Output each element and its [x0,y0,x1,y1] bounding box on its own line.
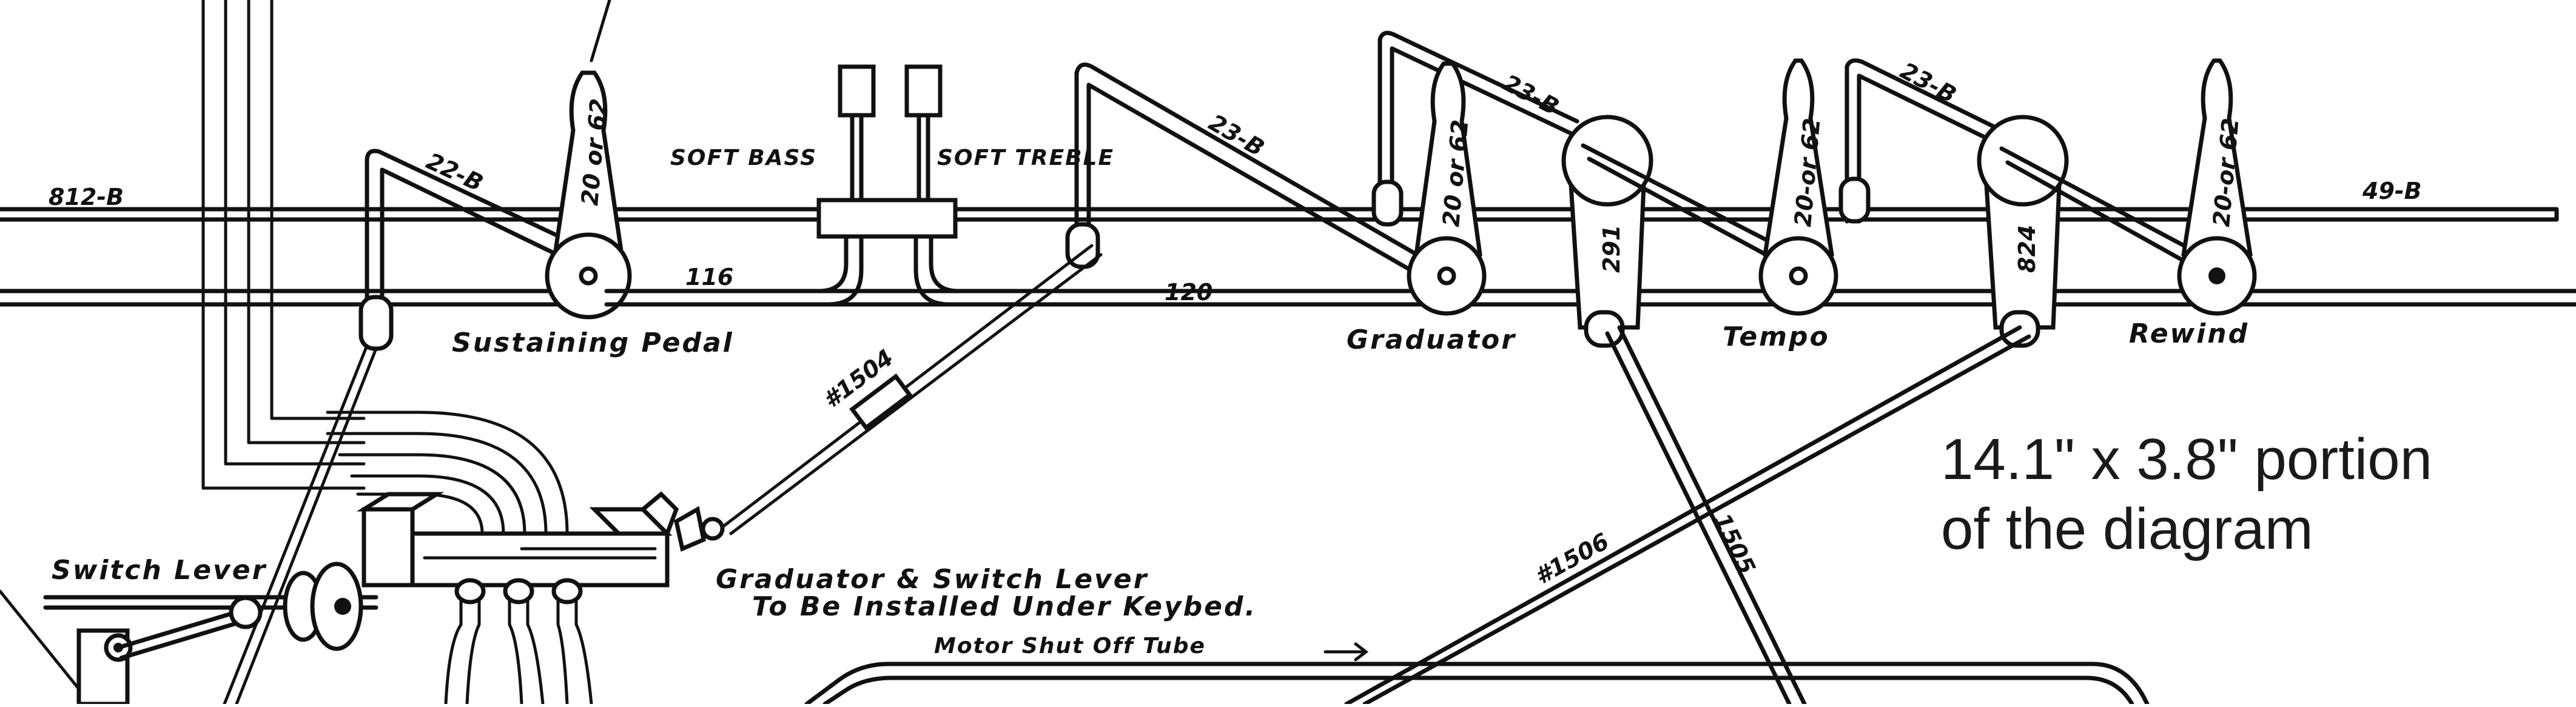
diagonal-tube-1506: #1506 [1344,325,2031,706]
pulley-number-291: 291 [1598,225,1625,273]
switch-lever-rod [0,561,378,706]
tube-number-120: 120 [1165,279,1212,306]
label-install-note-line2: To Be Installed Under Keybed. [752,591,1257,622]
graduator-lever: 20 or 62 23-B [1371,30,1579,316]
motor-shut-off-tube [804,642,2150,706]
label-sustaining-pedal: Sustaining Pedal [452,327,734,358]
sustaining-down-tube [223,344,378,706]
pulley-824: 824 [1977,115,2192,348]
block-bottom-tubes [444,578,593,706]
label-rewind: Rewind [2129,318,2249,349]
curved-tube-bundle [326,410,569,535]
sustaining-pedal-assembly: 20 or 62 22-B [358,0,632,351]
tube-number-116: 116 [685,264,733,290]
label-switch-lever: Switch Lever [52,555,267,586]
label-soft-treble: SOFT TREBLE [937,146,1114,170]
caption-line-1: 14.1" x 3.8" portion [1941,427,2432,492]
graduator-arm: 23-B 120 [1065,62,1425,306]
tempo-lever: 20-or 62 23-B [1758,57,2010,316]
tube-number-49b: 49-B [2362,178,2422,204]
label-install-note-line1: Graduator & Switch Lever [716,564,1148,595]
diagonal-tube-1504: #1504 [720,244,1103,535]
tube-number-1506: #1506 [1530,528,1613,590]
label-soft-bass: SOFT BASS [670,146,817,170]
tube-number-23b-a: 23-B [1205,109,1270,162]
label-motor-shut-off: Motor Shut Off Tube [934,634,1206,658]
tube-number-812b: 812-B [49,184,124,210]
label-graduator: Graduator [1347,324,1516,355]
pulley-291: 291 [1561,115,1786,348]
tube-number-1505: 1505 [1709,509,1761,578]
caption-line-2: of the diagram [1941,497,2313,561]
soft-pedal-tubing: 116 [604,64,1082,307]
main-tube-lower [0,289,2576,307]
label-tempo: Tempo [1723,321,1830,352]
switch-lever-block [356,491,725,588]
rewind-lever: 20-or 62 [2177,58,2257,316]
left-vertical-tubes [201,0,366,490]
pulley-number-824: 824 [2014,225,2040,273]
